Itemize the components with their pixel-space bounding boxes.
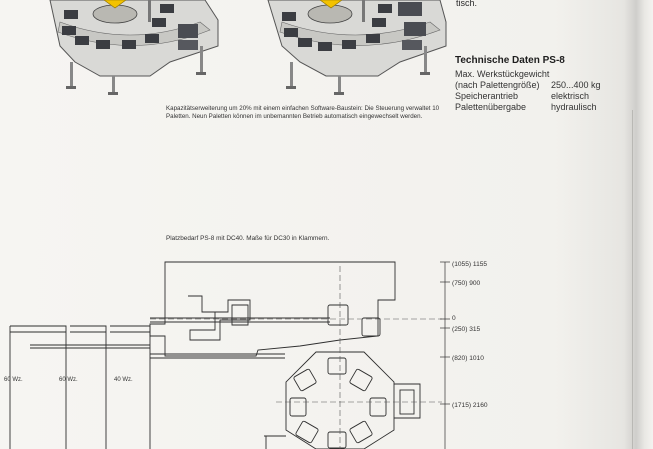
dimension-label-6: (1715) 2160 — [452, 402, 488, 409]
dimension-label-1: (1055) 1155 — [452, 261, 487, 268]
dimension-label-5: (820) 1010 — [452, 355, 484, 362]
plan-caption: Platzbedarf PS-8 mit DC40. Maße für DC30… — [166, 235, 330, 242]
dimension-label-4: (250) 315 — [452, 326, 481, 333]
spec-value: 250...400 kg — [551, 80, 601, 90]
specs-title: Technische Daten PS-8 — [455, 55, 565, 66]
gutter-line — [632, 110, 633, 449]
pallet-store-photo-left — [49, 0, 219, 95]
spec-label: Max. Werkstückgewicht — [455, 69, 550, 79]
spec-value: elektrisch — [551, 91, 590, 101]
spec-label: Palettenübergabe — [455, 102, 527, 112]
dimension-label-2: (750) 900 — [452, 280, 481, 287]
spec-value: hydraulisch — [551, 102, 597, 112]
spec-label: (nach Palettengröße) — [455, 80, 540, 90]
text-fragment: tisch. — [456, 0, 478, 8]
tool-label-1: 60 Wz. — [4, 377, 23, 383]
tool-label-3: 40 Wz. — [114, 377, 133, 383]
tool-label-2: 60 Wz. — [59, 377, 78, 383]
pallet-store-photo-right — [267, 0, 447, 95]
dimension-label-3: 0 — [452, 315, 456, 322]
page-gutter — [625, 0, 653, 449]
spec-label: Speicherantrieb — [455, 91, 519, 101]
photo-caption: Kapazitätserweiterung um 20% mit einem e… — [166, 105, 440, 121]
